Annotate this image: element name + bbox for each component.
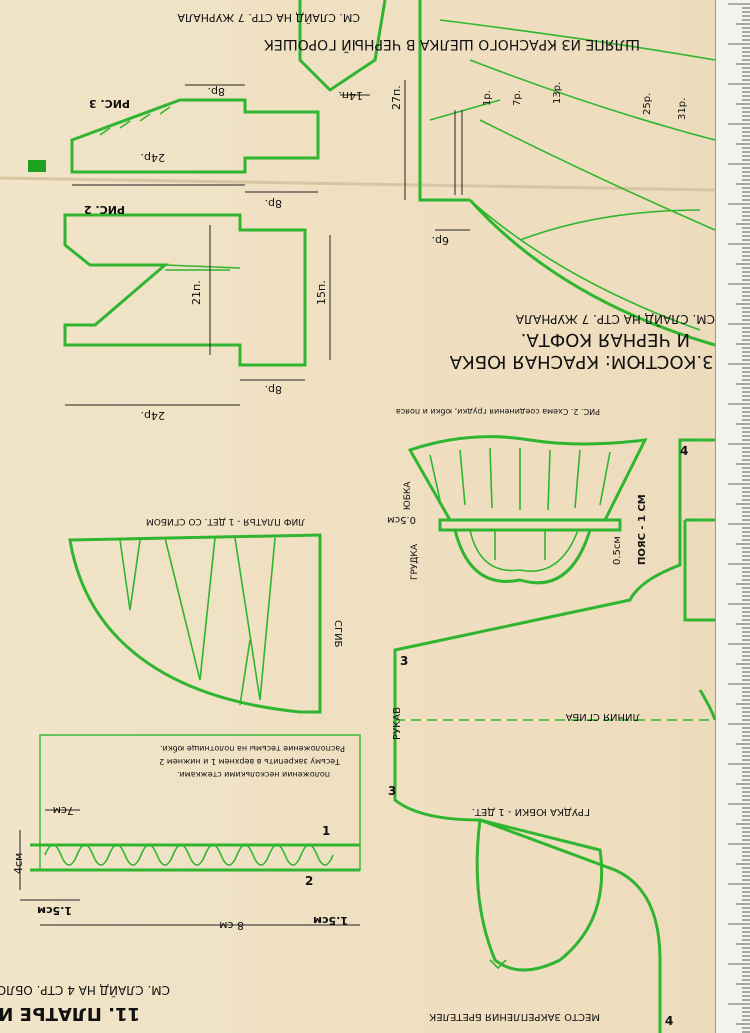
top-header: ШЛЯПЕ ИЗ КРАСНОГО ШЕЛКА В ЧЕРНЫЙ ГОРОШЕК — [264, 36, 640, 54]
skirt-yoke-scheme — [407, 435, 648, 585]
braid-note-2: Тесьму закрепить в верхнем 1 и нижнем 2 — [159, 757, 341, 766]
section-13-title-2: И ЧЕРНАЯ КОФТА. — [521, 329, 690, 350]
mark-3-top: 3 — [400, 654, 408, 668]
belt-label: ПОЯС - 1 СМ — [637, 494, 648, 565]
fold-line-label: ЛИНИЯ СГИБА — [565, 711, 640, 722]
yoke-label: ГРУДКА — [410, 543, 420, 580]
section-11-title: 11. ПЛАТЬЕ ИЗ ЗЕЛЕНОГО ШЕЛКА. — [0, 1003, 140, 1024]
pattern-labels: 11. ПЛАТЬЕ ИЗ ЗЕЛЕНОГО ШЕЛКА. СМ. СЛАЙД … — [0, 11, 716, 1028]
dim-7sm: 7см — [53, 804, 74, 817]
mark-1: 1 — [322, 824, 330, 838]
ris3-label: РИС. 3 — [89, 97, 130, 110]
skirt-yoke-caption: ГРУДКА ЮБКИ - 1 ДЕТ. — [472, 806, 590, 817]
mark-3-bottom: 3 — [388, 784, 396, 798]
dim-24r-ris3: 24р. — [141, 151, 165, 164]
bodice-caption: ЛИФ ПЛАТЬЯ - 1 ДЕТ. СО СГИБОМ — [146, 516, 305, 526]
dim-7r: 7р. — [512, 90, 523, 106]
braid-placement-box — [19, 734, 361, 926]
sleeve-outline — [393, 438, 716, 1033]
top-subheader: СМ. СЛАЙД НА СТР. 7 ЖУРНАЛА — [177, 11, 360, 24]
dim-8r-ris3: 8р. — [265, 197, 282, 210]
skirt-label: ЮБКА — [403, 481, 413, 510]
mark-2: 2 — [305, 874, 313, 888]
sleeve-label: РУКАВ — [392, 707, 403, 740]
dim-8r-top: 8р. — [208, 85, 225, 98]
section-11-subtitle: СМ. СЛАЙД НА 4 СТР. ОБЛОЖКИ ЖУРНАЛА — [0, 983, 170, 998]
ris3-pattern — [70, 84, 320, 193]
dim-24r-ris2: 24р. — [141, 409, 165, 422]
dim-27p: 27п. — [390, 85, 403, 110]
dim-25r: 25р. — [642, 93, 653, 115]
dim-8sm: 8 см — [219, 919, 244, 932]
braid-note-1: Расположение тесьмы на полотнище юбки. — [160, 744, 345, 753]
braid-note-3: положении несколькими стежками. — [177, 770, 330, 779]
dim-6r: 6р. — [432, 234, 449, 247]
bodice-pattern — [68, 533, 322, 714]
ris2-pattern — [63, 213, 331, 406]
ruler-ticks — [728, 3, 750, 1033]
dim-4sm: 4см — [12, 853, 25, 874]
pattern-drawing: .g{stroke:#2fb52f;fill:none;stroke-width… — [0, 0, 716, 1033]
ris2-label: РИС. 2 — [84, 203, 125, 216]
measuring-ruler — [715, 0, 750, 1033]
dim-31r: 31р. — [677, 98, 688, 120]
dim-21p: 21п. — [190, 280, 203, 305]
mark-4-top: 4 — [680, 444, 688, 458]
fold-label: СГИБ — [332, 620, 343, 648]
dim-8r-ris2: 8р. — [265, 383, 282, 396]
dim-15sm-right: 1.5см — [313, 914, 348, 927]
dim-05sm-left: 0.5см — [387, 514, 416, 525]
section-13-title-1: 13.КОСТЮМ: КРАСНАЯ ЮБКА — [449, 351, 716, 372]
dim-05sm-right: 0.5см — [612, 536, 623, 565]
strap-place-caption: МЕСТО ЗАКРЕПЛЕНИЯ БРЕТЕЛЕК — [429, 1011, 600, 1022]
skirt-yoke-pattern — [475, 818, 604, 972]
fold-crease — [0, 176, 716, 192]
hat-pattern — [298, 0, 716, 347]
ris2-scheme-caption: РИС. 2. Схема соединения грудки, юбки и … — [396, 407, 600, 416]
dim-14p: 14п. — [338, 89, 363, 102]
dim-13r: 13р. — [552, 82, 563, 104]
mark-4-bottom: 4 — [665, 1014, 673, 1028]
dim-15sm-left: 1.5см — [37, 904, 72, 917]
dim-15p: 15п. — [315, 280, 328, 305]
green-tab-mark — [28, 160, 46, 172]
section-13-subtitle: СМ. СЛАЙД НА СТР. 7 ЖУРНАЛА — [515, 312, 715, 327]
dim-1r: 1р. — [482, 90, 493, 106]
